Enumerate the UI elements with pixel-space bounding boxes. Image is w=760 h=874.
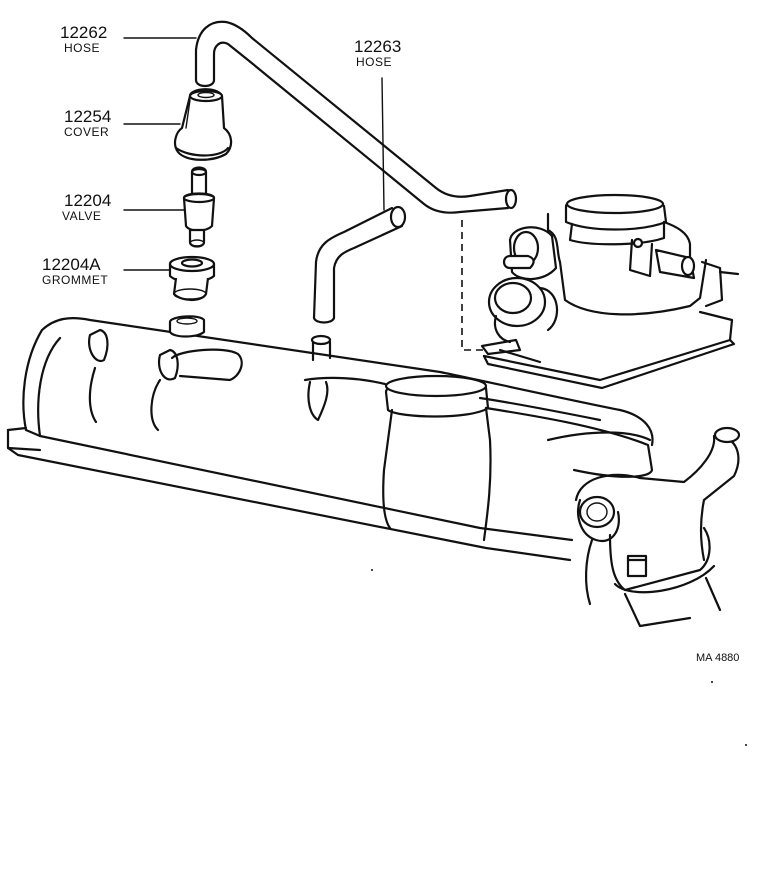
part-number-12263: 12263 xyxy=(354,37,401,56)
part-number-12262: 12262 xyxy=(60,23,107,42)
leader-lines xyxy=(123,37,385,271)
part-name-hose: HOSE xyxy=(356,55,392,69)
part-number-12204a: 12204A xyxy=(42,255,101,274)
part-number-12254: 12254 xyxy=(64,107,111,126)
figure-reference: MA 4880 xyxy=(696,652,739,664)
hose-connection-leader xyxy=(461,220,484,351)
cover-12254-part xyxy=(173,88,233,161)
hose-12263-part xyxy=(312,205,407,324)
part-number-12204: 12204 xyxy=(64,191,111,210)
engine-valve-cover xyxy=(6,315,654,562)
water-outlet-housing xyxy=(574,426,741,628)
carburetor-assembly xyxy=(480,193,740,390)
part-name-valve: VALVE xyxy=(62,209,101,223)
hose-12262-part xyxy=(194,20,518,214)
part-name-grommet: GROMMET xyxy=(42,273,108,287)
part-name-hose: HOSE xyxy=(64,41,100,55)
valve-12204-part xyxy=(182,166,216,248)
part-name-cover: COVER xyxy=(64,125,109,139)
grommet-12204a-part xyxy=(168,255,216,302)
